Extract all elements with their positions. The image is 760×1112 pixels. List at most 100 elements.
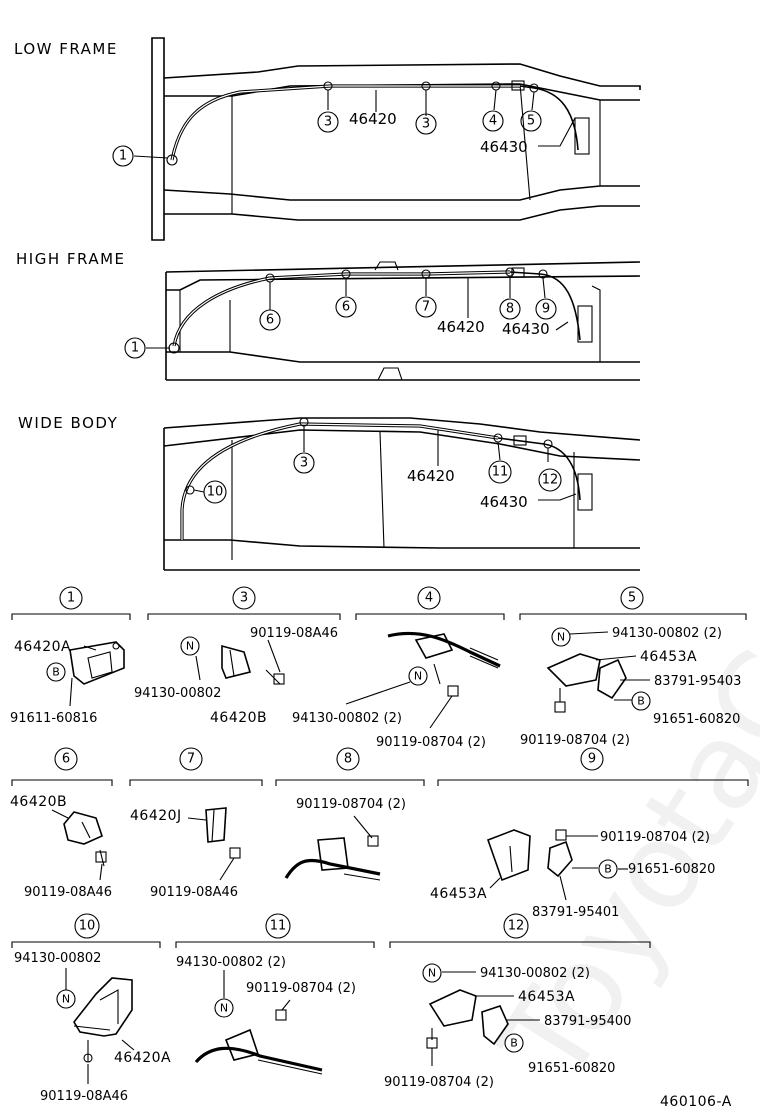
- detail-7-label-90119: 90119-08A46: [150, 885, 238, 900]
- svg-text:N: N: [557, 631, 565, 644]
- detail-6-label-90119: 90119-08A46: [24, 885, 112, 900]
- callout-10: 10: [203, 480, 227, 504]
- svg-text:8: 8: [506, 302, 514, 317]
- part-46420-label: 46420: [437, 318, 485, 336]
- detail-1-label-91611: 91611-60816: [10, 711, 97, 726]
- svg-text:10: 10: [79, 919, 96, 934]
- callout-3: 3: [293, 452, 315, 474]
- detail-5-label-46453A: 46453A: [640, 649, 697, 665]
- detail-3-label-90119: 90119-08A46: [250, 626, 338, 641]
- detail-4: 4 N 94130-00802 (2) 90119-08704 (2): [292, 586, 505, 750]
- callout-9: 9: [535, 298, 557, 320]
- callout-6: 6: [335, 296, 357, 318]
- low-frame-title: LOW FRAME: [14, 40, 118, 58]
- svg-text:B: B: [604, 863, 612, 876]
- detail-1: 1 B 46420A 91611-60816: [10, 586, 131, 726]
- detail-6-label-46420B: 46420B: [10, 794, 67, 810]
- detail-12-label-91651: 91651-60820: [528, 1061, 615, 1076]
- detail-1-label-46420A: 46420A: [14, 639, 71, 655]
- detail-5-label-94130: 94130-00802 (2): [612, 626, 722, 641]
- detail-7: 7 46420J 90119-08A46: [129, 747, 263, 900]
- svg-text:1: 1: [131, 341, 139, 356]
- callout-5: 5: [520, 110, 542, 132]
- detail-5-label-91651: 91651-60820: [653, 712, 740, 727]
- callout-3: 3: [317, 111, 339, 133]
- detail-7-label-46420J: 46420J: [130, 808, 182, 824]
- detail-8: 8 90119-08704 (2): [275, 747, 425, 881]
- part-46420-label: 46420: [349, 110, 397, 128]
- svg-text:B: B: [510, 1037, 518, 1050]
- detail-12: 12 N B 94130-00802 (2) 46453A 83791-9540…: [384, 913, 651, 1090]
- svg-text:N: N: [428, 967, 436, 980]
- detail-11: 11 N 94130-00802 (2) 90119-08704 (2): [175, 913, 375, 1075]
- svg-text:3: 3: [324, 115, 332, 130]
- low-frame-view: LOW FRAME 1 3 3 4 5 4: [14, 37, 641, 241]
- detail-9: 9 B 90119-08704 (2) 91651-60820 46453A 8…: [430, 747, 749, 920]
- svg-text:4: 4: [425, 591, 433, 606]
- detail-3-label-94130: 94130-00802: [134, 686, 221, 701]
- callout-3: 3: [415, 113, 437, 135]
- detail-10-label-90119: 90119-08A46: [40, 1089, 128, 1104]
- detail-3-label-46420B: 46420B: [210, 710, 267, 726]
- callout-4: 4: [482, 110, 504, 132]
- svg-text:3: 3: [300, 456, 308, 471]
- detail-5-label-90119: 90119-08704 (2): [520, 733, 630, 748]
- detail-6: 6 46420B 90119-08A46: [10, 747, 113, 900]
- callout-11: 11: [488, 460, 512, 484]
- detail-10-label-94130: 94130-00802: [14, 951, 101, 966]
- svg-text:7: 7: [187, 752, 195, 767]
- svg-text:1: 1: [119, 149, 127, 164]
- svg-text:B: B: [637, 695, 645, 708]
- detail-9-label-91651: 91651-60820: [628, 862, 715, 877]
- detail-3: 3 N 90119-08A46 94130-00802 46420B: [134, 586, 341, 726]
- detail-4-label-90119: 90119-08704 (2): [376, 735, 486, 750]
- detail-11-label-90119: 90119-08704 (2): [246, 981, 356, 996]
- detail-5: 5 N B 94130-00802 (2) 46453A 83791-95403…: [519, 586, 747, 748]
- detail-10-label-46420A: 46420A: [114, 1050, 171, 1066]
- detail-12-label-94130: 94130-00802 (2): [480, 966, 590, 981]
- wide-body-title: WIDE BODY: [18, 414, 118, 432]
- svg-text:N: N: [220, 1002, 228, 1015]
- detail-10: 10 N 94130-00802 46420A 90119-08A46: [11, 913, 171, 1104]
- high-frame-title: HIGH FRAME: [16, 250, 126, 268]
- detail-12-label-90119: 90119-08704 (2): [384, 1075, 494, 1090]
- detail-8-label-90119: 90119-08704 (2): [296, 797, 406, 812]
- svg-text:4: 4: [489, 114, 497, 129]
- svg-text:9: 9: [542, 302, 550, 317]
- svg-text:6: 6: [62, 752, 70, 767]
- callout-8: 8: [499, 298, 521, 320]
- part-46430-label: 46430: [480, 493, 528, 511]
- detail-11-label-94130: 94130-00802 (2): [176, 955, 286, 970]
- wide-body-view: WIDE BODY 3 10 11 12 46420 46430: [18, 414, 641, 571]
- svg-text:N: N: [62, 993, 70, 1006]
- detail-12-label-46453A: 46453A: [518, 989, 575, 1005]
- svg-text:B: B: [52, 666, 60, 679]
- svg-text:11: 11: [270, 919, 287, 934]
- watermark: ToyotaCarMine.ru: [474, 143, 760, 1107]
- svg-text:9: 9: [588, 752, 596, 767]
- detail-9-label-46453A: 46453A: [430, 886, 487, 902]
- callout-1: 1: [124, 337, 146, 359]
- callout-12: 12: [538, 468, 562, 492]
- callout-1: 1: [112, 145, 134, 167]
- callout-6: 6: [259, 309, 281, 331]
- svg-text:11: 11: [492, 465, 509, 480]
- svg-text:3: 3: [422, 117, 430, 132]
- part-46430-label: 46430: [480, 138, 528, 156]
- svg-text:6: 6: [342, 300, 350, 315]
- part-46420-label: 46420: [407, 467, 455, 485]
- svg-text:5: 5: [628, 591, 636, 606]
- svg-text:3: 3: [240, 591, 248, 606]
- callout-7: 7: [415, 296, 437, 318]
- svg-text:N: N: [186, 640, 194, 653]
- detail-4-label-94130: 94130-00802 (2): [292, 711, 402, 726]
- figure-id: 460106-A: [660, 1094, 732, 1110]
- detail-5-label-83791: 83791-95403: [654, 674, 741, 689]
- part-46430-label: 46430: [502, 320, 550, 338]
- svg-text:12: 12: [508, 919, 525, 934]
- svg-text:5: 5: [527, 114, 535, 129]
- detail-12-label-83791: 83791-95400: [544, 1014, 631, 1029]
- svg-text:N: N: [414, 670, 422, 683]
- high-frame-view: HIGH FRAME 1 6 6 7 8: [16, 250, 641, 381]
